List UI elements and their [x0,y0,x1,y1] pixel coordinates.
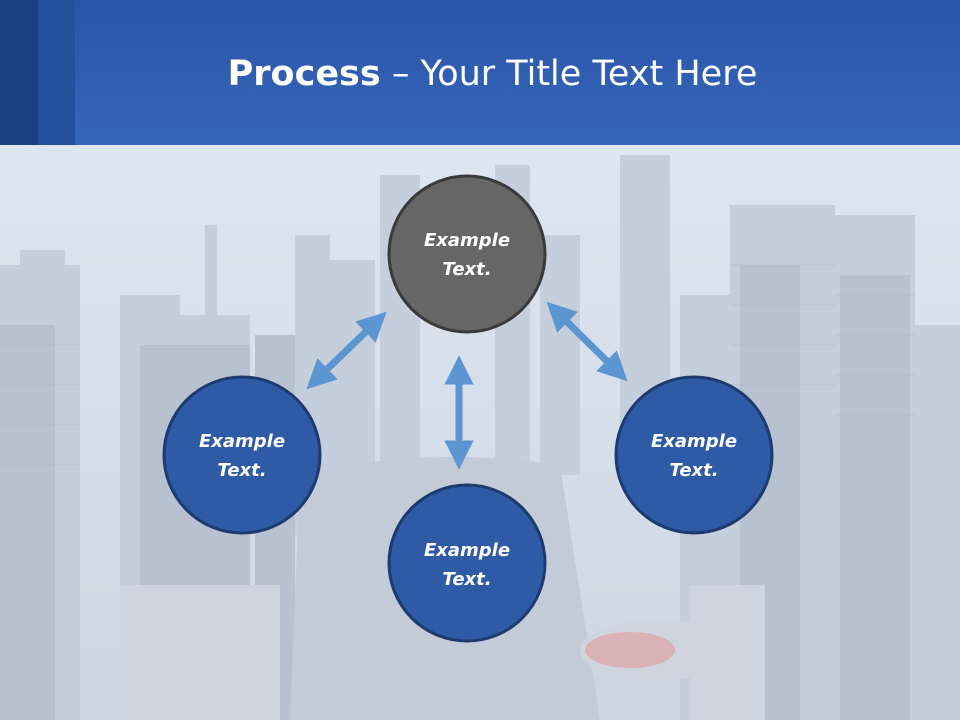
arrow-top-left [306,311,387,390]
node-right-line1: Example [651,431,737,452]
title-bar: Process – Your Title Text Here [0,0,960,145]
node-top-circle [387,174,547,334]
node-bottom-line2: Text. [442,569,491,590]
node-right[interactable]: Example Text. [614,375,774,535]
slide-title-rest: – Your Title Text Here [380,54,758,94]
slide-title[interactable]: Process – Your Title Text Here [0,54,960,94]
node-top-line1: Example [424,230,510,251]
node-top[interactable]: Example Text. [387,174,547,334]
title-bar-accent-mid [38,0,75,145]
node-right-line2: Text. [669,460,718,481]
node-left-circle [162,375,322,535]
node-bottom-line1: Example [424,540,510,561]
node-bottom[interactable]: Example Text. [387,483,547,643]
node-right-circle [614,375,774,535]
slide-title-bold: Process [227,54,381,94]
node-left[interactable]: Example Text. [162,375,322,535]
node-bottom-circle [387,483,547,643]
node-top-line2: Text. [442,259,491,280]
node-left-line1: Example [199,431,285,452]
arrow-top-right [546,301,628,382]
node-left-line2: Text. [217,460,266,481]
title-bar-accent-dark [0,0,38,145]
